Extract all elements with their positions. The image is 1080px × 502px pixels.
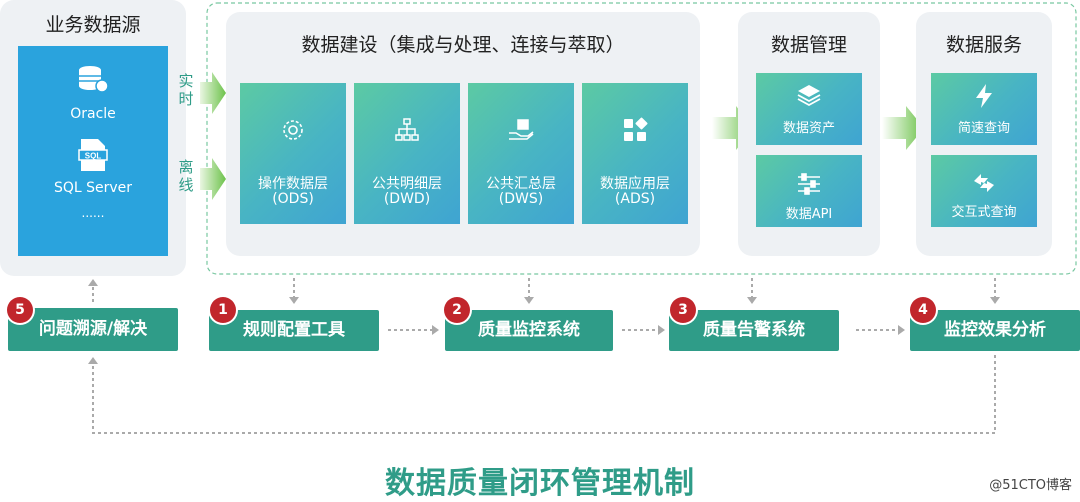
realtime-arrow (200, 72, 226, 114)
step-4-label: 监控效果分析 (944, 320, 1046, 340)
step-quality-alert: 质量告警系统 (669, 310, 839, 351)
source-box: Oracle SQL SQL Server ...... (18, 46, 168, 256)
layer-ods-code: (ODS) (272, 191, 314, 207)
layer-ods: 操作数据层 (ODS) (240, 83, 346, 224)
core-region-border (206, 2, 1077, 275)
data-service-title: 数据服务 (945, 34, 1022, 56)
data-build-title: 数据建设（集成与处理、连接与萃取） (301, 34, 625, 56)
step-quality-monitor: 质量监控系统 (445, 310, 613, 351)
lightning-icon (931, 83, 1037, 109)
step-2-label: 质量监控系统 (478, 320, 580, 340)
layer-dwd-name: 公共明细层 (372, 176, 442, 192)
service-item-interactive-query-label: 交互式查询 (951, 205, 1017, 220)
manage-item-asset: 数据资产 (756, 73, 862, 145)
data-manage-title: 数据管理 (770, 34, 847, 56)
sync-icon (931, 171, 1037, 197)
realtime-label: 实时 (178, 72, 194, 108)
svg-text:SQL: SQL (85, 152, 102, 161)
step-5-label: 问题溯源/解决 (38, 319, 148, 339)
source-item-sqlserver: SQL Server (53, 180, 133, 196)
layer-dws-code: (DWS) (498, 191, 544, 207)
step-rule-config: 规则配置工具 (209, 310, 379, 351)
step-problem-trace: 问题溯源/解决 (8, 308, 178, 351)
source-item-oracle: Oracle (70, 106, 116, 122)
step-4-badge: 4 (910, 297, 936, 323)
step-1-label: 规则配置工具 (243, 320, 345, 340)
apps-icon (582, 117, 688, 143)
layer-ods-name: 操作数据层 (258, 176, 328, 192)
step-5-badge: 5 (7, 297, 33, 323)
offline-arrow (200, 158, 226, 200)
service-item-fast-query-label: 简速查询 (957, 121, 1010, 136)
layer-ads: 数据应用层 (ADS) (582, 83, 688, 224)
hierarchy-icon (354, 117, 460, 143)
step-1-badge: 1 (210, 297, 236, 323)
database-icon (76, 64, 110, 98)
layer-dws-name: 公共汇总层 (486, 176, 556, 192)
step-3-label: 质量告警系统 (703, 320, 805, 340)
hand-box-icon (468, 117, 574, 143)
layer-dwd: 公共明细层 (DWD) (354, 83, 460, 224)
layer-ads-name: 数据应用层 (600, 176, 670, 192)
source-item-more: ...... (81, 206, 105, 220)
layer-dws: 公共汇总层 (DWS) (468, 83, 574, 224)
layers-icon (756, 83, 862, 109)
layer-dwd-code: (DWD) (383, 191, 431, 207)
step-effect-analysis: 监控效果分析 (910, 310, 1080, 351)
layer-ads-code: (ADS) (614, 191, 656, 207)
watermark: @51CTO博客 (989, 478, 1072, 493)
manage-item-asset-label: 数据资产 (782, 121, 835, 136)
gear-icon (240, 117, 346, 143)
offline-label: 离线 (178, 158, 194, 194)
step-3-badge: 3 (670, 297, 696, 323)
sql-file-icon: SQL (78, 138, 108, 176)
manage-item-api-label: 数据API (785, 207, 833, 222)
manage-item-api: 数据API (756, 155, 862, 227)
diagram-title: 数据质量闭环管理机制 (385, 466, 695, 501)
source-panel: 业务数据源 Oracle SQL SQL Server ...... (0, 0, 186, 276)
step-2-badge: 2 (444, 297, 470, 323)
service-item-fast-query: 简速查询 (931, 73, 1037, 145)
source-title: 业务数据源 (45, 14, 141, 36)
sliders-icon (756, 173, 862, 199)
service-item-interactive-query: 交互式查询 (931, 155, 1037, 227)
manage-to-service-arrow (882, 106, 924, 150)
